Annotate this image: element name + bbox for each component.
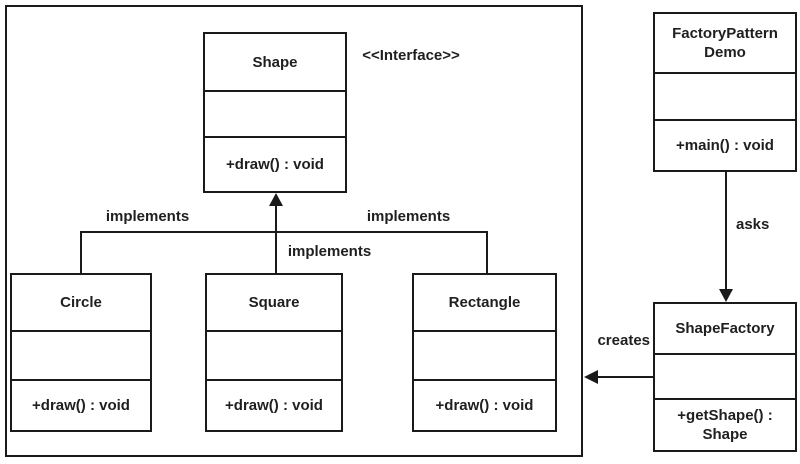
class-box-square: Square +draw() : void (205, 273, 343, 432)
class-attributes-circle (12, 332, 150, 381)
class-box-shape-factory: ShapeFactory +getShape() : Shape (653, 302, 797, 452)
class-methods-rectangle: +draw() : void (414, 381, 555, 430)
implements-label-center: implements (287, 243, 372, 260)
class-methods-shape-factory: +getShape() : Shape (655, 400, 795, 450)
class-box-shape: Shape +draw() : void (203, 32, 347, 193)
method-rectangle-draw: +draw() : void (435, 397, 534, 414)
implements-label-right: implements (366, 208, 451, 225)
implements-label-left: implements (105, 208, 190, 225)
class-title-shape: Shape (205, 34, 345, 92)
class-name-factory-pattern-demo-line1: FactoryPattern (672, 25, 778, 42)
method-main: +main() : void (676, 137, 774, 154)
class-attributes-shape (205, 92, 345, 138)
implements-arrowhead-icon (269, 193, 283, 206)
asks-arrowhead-icon (719, 289, 733, 302)
class-name-shape: Shape (252, 53, 298, 71)
method-shape-draw: +draw() : void (226, 156, 324, 173)
class-name-rectangle: Rectangle (448, 294, 521, 311)
class-title-shape-factory: ShapeFactory (655, 304, 795, 355)
class-title-square: Square (207, 275, 341, 332)
class-attributes-factory-pattern-demo (655, 74, 795, 121)
asks-label: asks (736, 216, 770, 233)
interface-stereotype-label: <<Interface>> (362, 47, 460, 64)
class-title-circle: Circle (12, 275, 150, 332)
class-box-circle: Circle +draw() : void (10, 273, 152, 432)
creates-arrowhead-icon (584, 370, 598, 384)
class-name-circle: Circle (60, 294, 102, 311)
creates-label: creates (597, 332, 650, 349)
class-methods-shape: +draw() : void (205, 138, 345, 191)
class-title-factory-pattern-demo: FactoryPattern Demo (655, 14, 795, 74)
class-attributes-square (207, 332, 341, 381)
class-attributes-shape-factory (655, 355, 795, 400)
method-get-shape-line2: Shape (702, 426, 748, 443)
class-name-square: Square (248, 294, 300, 311)
class-title-rectangle: Rectangle (414, 275, 555, 332)
class-box-factory-pattern-demo: FactoryPattern Demo +main() : void (653, 12, 797, 172)
class-name-factory-pattern-demo-line2: Demo (704, 44, 746, 61)
class-methods-circle: +draw() : void (12, 381, 150, 430)
diagram-boundary-box (5, 5, 583, 457)
class-attributes-rectangle (414, 332, 555, 381)
class-name-shape-factory: ShapeFactory (675, 320, 775, 337)
class-methods-square: +draw() : void (207, 381, 341, 430)
class-box-rectangle: Rectangle +draw() : void (412, 273, 557, 432)
class-methods-factory-pattern-demo: +main() : void (655, 121, 795, 170)
method-square-draw: +draw() : void (225, 397, 323, 414)
method-circle-draw: +draw() : void (32, 397, 130, 414)
method-get-shape-line1: +getShape() : (677, 407, 773, 424)
